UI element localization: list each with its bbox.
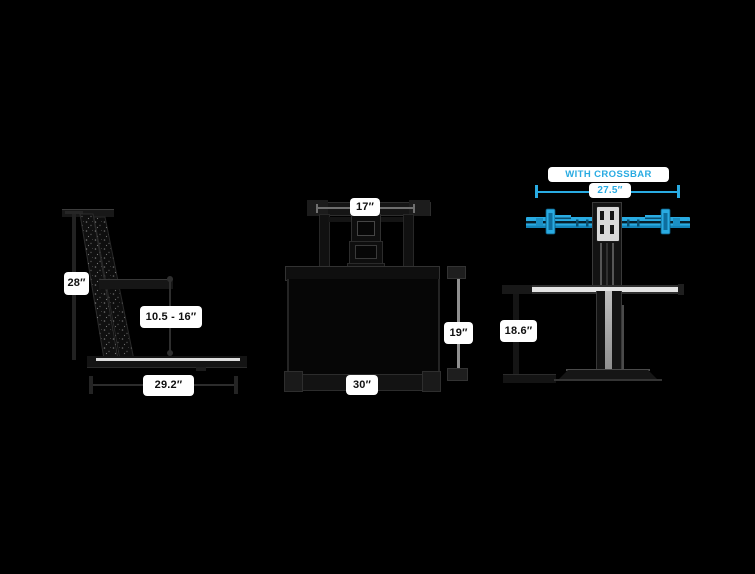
vesa-slot-1 <box>600 211 604 220</box>
vesa-mount-mid-window <box>355 245 377 259</box>
rear-column-stripe <box>605 291 612 375</box>
rear-leg-foot <box>503 374 556 383</box>
rear-leg-cap <box>502 285 532 294</box>
desk-height-label: 18.6″ <box>500 320 537 342</box>
front-left-rail <box>328 217 354 222</box>
side-height-top-tick <box>65 211 83 214</box>
rear-cable-line <box>622 305 624 375</box>
surface-height-label: 19″ <box>444 322 473 344</box>
mount-width-right-tick <box>413 204 415 213</box>
rear-base <box>558 370 658 380</box>
side-height-label: 28″ <box>64 272 89 295</box>
crossbar-width-right-tick <box>677 185 680 198</box>
base-depth-right-tick <box>234 376 238 394</box>
front-right-foot <box>422 371 441 392</box>
mount-width-left-tick <box>316 204 318 213</box>
rear-rail-left <box>600 243 602 289</box>
vesa-slot-3 <box>600 225 604 234</box>
surface-height-top-cap <box>447 266 466 279</box>
rear-ground-line <box>554 379 662 381</box>
rear-rail-right <box>612 243 614 289</box>
base-depth-label: 29.2″ <box>143 375 194 396</box>
tray-dimension-bottom-dot <box>167 350 173 356</box>
front-left-foot <box>284 371 303 392</box>
side-top-platform <box>62 209 114 217</box>
tray-dimension-top-dot <box>167 276 173 282</box>
keyboard-tray <box>99 279 173 289</box>
rear-surface <box>532 287 682 292</box>
side-base-highlight <box>96 358 240 361</box>
crossbar-width-label: 27.5″ <box>589 183 631 198</box>
rear-rail-center <box>606 243 608 289</box>
vesa-slot-2 <box>610 211 614 220</box>
front-right-rail <box>377 217 403 222</box>
rear-surface-top-edge <box>532 285 682 287</box>
side-base-foot <box>196 367 206 371</box>
crossbar-width-left-tick <box>535 185 538 198</box>
vesa-mount-upper-window <box>357 221 375 236</box>
surface-height-bottom-cap <box>447 368 468 381</box>
base-depth-left-tick <box>89 376 93 394</box>
vesa-slot-4 <box>610 225 614 234</box>
keyboard-tray-range-label: 10.5 - 16″ <box>140 306 202 328</box>
front-left-post <box>319 214 330 271</box>
mount-width-label: 17″ <box>350 198 380 216</box>
crossbar-title-label: WITH CROSSBAR <box>548 167 669 182</box>
surface-width-label: 30″ <box>346 375 378 395</box>
front-right-post <box>403 214 414 271</box>
rear-surface-right-block <box>678 284 684 295</box>
front-surface <box>287 279 440 376</box>
